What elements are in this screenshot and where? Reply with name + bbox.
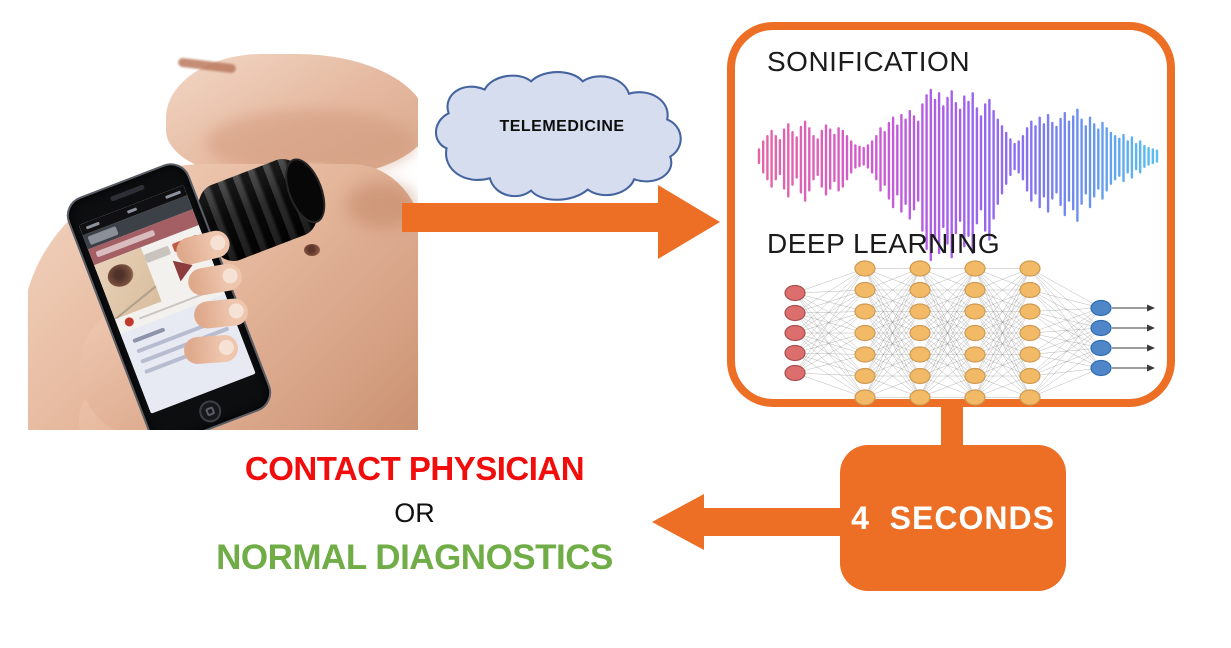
deep-learning-label: DEEP LEARNING — [767, 228, 1001, 259]
cloud-outline — [434, 71, 682, 201]
normal-diagnostics-text: NORMAL DIAGNOSTICS — [216, 538, 613, 577]
panel-timer-connector — [941, 400, 963, 448]
status-clock — [126, 207, 138, 214]
fingernail — [221, 267, 239, 285]
contact-physician-text: CONTACT PHYSICIAN — [244, 450, 585, 487]
fingernail — [228, 302, 245, 320]
analysis-panel: SONIFICATION DEEP LEARNING — [727, 22, 1175, 407]
sonification-label: SONIFICATION — [767, 46, 971, 77]
outcome-text: CONTACT PHYSICIAN OR NORMAL DIAGNOSTICS — [157, 450, 672, 578]
network-nodes — [784, 260, 1112, 406]
lesion-image — [104, 260, 137, 291]
telemedicine-cloud: TELEMEDICINE — [428, 70, 696, 208]
arrow-right-shape — [402, 185, 720, 259]
fingernail — [218, 339, 235, 356]
network-connections — [794, 268, 1102, 398]
timer-label: 4 SECONDS — [851, 499, 1055, 536]
record-dot-icon — [123, 316, 136, 328]
neural-network-diagram — [784, 260, 1155, 406]
arrow-right-icon — [402, 185, 720, 259]
arrow-left-shape — [652, 494, 842, 550]
skin-mole — [304, 244, 320, 256]
arrow-left-icon — [652, 494, 842, 550]
dermatoscope-photo — [28, 6, 418, 430]
finger — [183, 334, 239, 365]
or-text: OR — [394, 498, 435, 528]
network-output-arrows — [1112, 304, 1155, 372]
timer-box: 4 SECONDS — [840, 445, 1066, 591]
sonification-waveform — [757, 88, 1159, 262]
cloud-label: TELEMEDICINE — [499, 118, 625, 135]
home-button-square — [205, 406, 216, 417]
app-button-secondary — [143, 245, 172, 264]
cloud-shape — [434, 71, 682, 201]
fingernail — [208, 233, 227, 252]
